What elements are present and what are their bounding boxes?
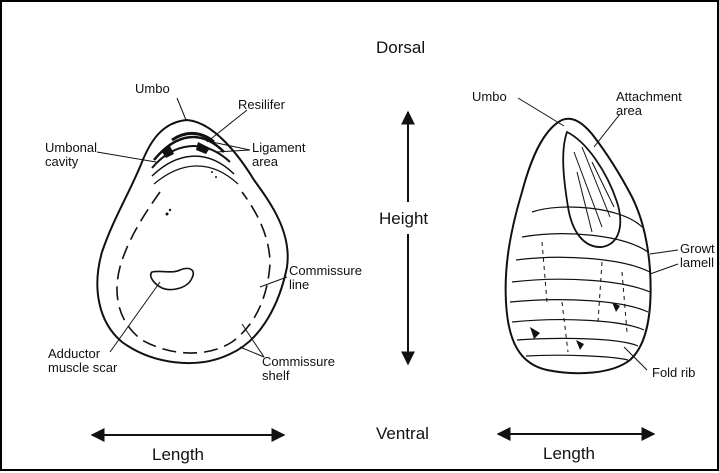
growth-lamellae-label: Growt lamell xyxy=(680,242,715,270)
adductor-scar-label: Adductor muscle scar xyxy=(48,347,117,375)
right-shell-outline xyxy=(506,119,651,373)
commissure-shelf-label: Commissure shelf xyxy=(262,355,335,383)
resilifer-label: Resilifer xyxy=(238,98,285,112)
length-label-right: Length xyxy=(543,445,595,463)
ventral-label: Ventral xyxy=(376,425,429,443)
fold-rib-label: Fold rib xyxy=(652,366,695,380)
umbo-label-left: Umbo xyxy=(135,82,170,96)
umbonal-cavity-label: Umbonal cavity xyxy=(45,141,97,169)
ligament-area-label: Ligament area xyxy=(252,141,305,169)
dorsal-label: Dorsal xyxy=(376,39,425,57)
length-label-left: Length xyxy=(152,446,204,464)
umbo-label-right: Umbo xyxy=(472,90,507,104)
left-shell-interior xyxy=(97,98,288,363)
height-label: Height xyxy=(379,210,428,228)
commissure-line-label: Commissure line xyxy=(289,264,362,292)
right-shell-exterior xyxy=(506,98,678,373)
attachment-area-label: Attachment area xyxy=(616,90,682,118)
